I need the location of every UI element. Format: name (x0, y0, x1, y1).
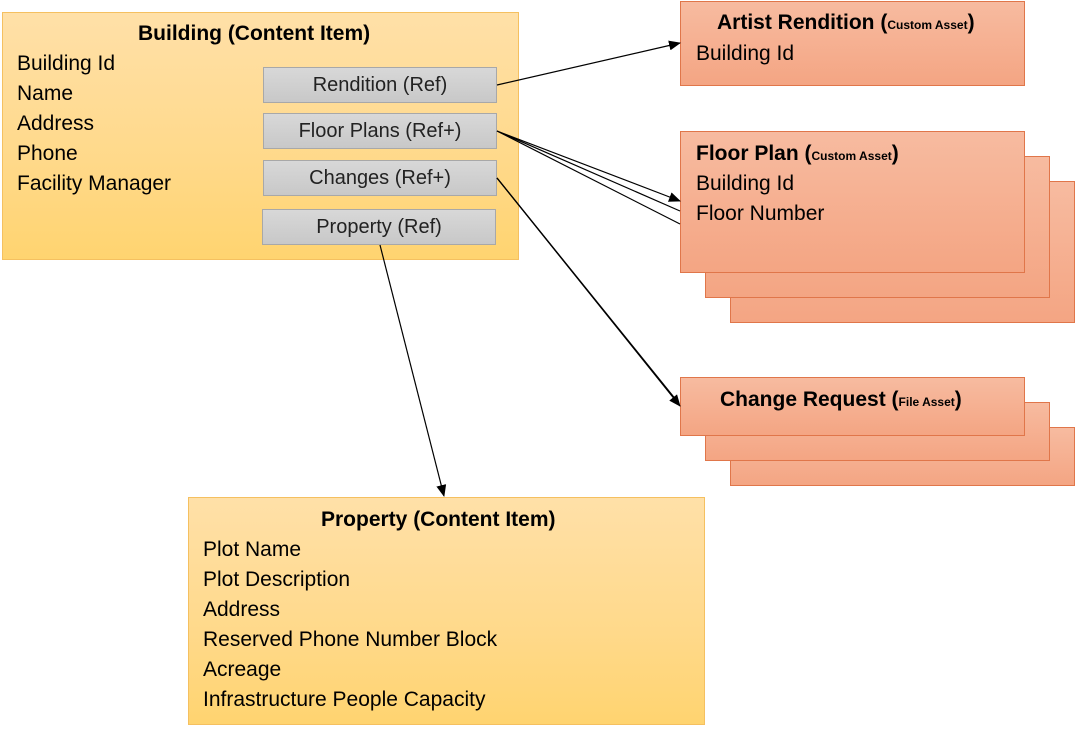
building-field-name: Name (17, 82, 74, 105)
rendition-ref: Rendition (Ref) (263, 67, 497, 103)
floor-plan-title: Floor Plan (Custom Asset) (696, 142, 899, 166)
property-field-plot-description: Plot Description (203, 568, 351, 591)
building-field-facility-manager: Facility Manager (17, 172, 172, 195)
floor-plans-connector-2 (496, 130, 681, 212)
changes-ref: Changes (Ref+) (263, 160, 497, 196)
building-field-id: Building Id (17, 52, 116, 75)
property-arrow (379, 244, 447, 497)
change-request-box: Change Request (File Asset) (680, 377, 1025, 436)
change-request-title-close: ) (954, 388, 962, 411)
change-request-title: Change Request (File Asset) (720, 388, 962, 412)
artist-rendition-title-main: Artist Rendition ( (717, 11, 888, 34)
floor-plan-title-main: Floor Plan ( (696, 142, 812, 165)
property-ref: Property (Ref) (262, 209, 496, 245)
property-field-acreage: Acreage (203, 658, 282, 681)
rendition-arrow (496, 40, 681, 86)
floor-plans-connector-3 (496, 130, 681, 225)
floor-plans-arrow (496, 130, 681, 202)
artist-rendition-box: Artist Rendition (Custom Asset) Building… (680, 1, 1025, 86)
change-request-title-type: File Asset (898, 395, 955, 409)
floor-plan-title-close: ) (891, 142, 899, 165)
floor-plans-ref: Floor Plans (Ref+) (263, 113, 497, 149)
building-field-phone: Phone (17, 142, 78, 165)
building-field-address: Address (17, 112, 95, 135)
change-request-title-main: Change Request ( (720, 388, 899, 411)
property-field-plot-name: Plot Name (203, 538, 302, 561)
property-field-reserved-phone: Reserved Phone Number Block (203, 628, 498, 651)
property-field-address: Address (203, 598, 281, 621)
floor-plan-box: Floor Plan (Custom Asset) Building Id Fl… (680, 131, 1025, 273)
artist-rendition-title-close: ) (967, 11, 975, 34)
floor-plan-field-floor-number: Floor Number (696, 202, 825, 225)
floor-plan-field-building-id: Building Id (696, 172, 795, 195)
floor-plan-title-type: Custom Asset (811, 149, 892, 163)
artist-rendition-title-type: Custom Asset (887, 18, 968, 32)
property-title: Property (Content Item) (321, 508, 556, 531)
property-box: Property (Content Item) Plot Name Plot D… (188, 497, 705, 725)
changes-connector-3 (496, 177, 674, 398)
property-field-capacity: Infrastructure People Capacity (203, 688, 486, 711)
building-title: Building (Content Item) (138, 22, 371, 45)
artist-rendition-field-building-id: Building Id (696, 42, 795, 65)
artist-rendition-title: Artist Rendition (Custom Asset) (717, 11, 975, 35)
